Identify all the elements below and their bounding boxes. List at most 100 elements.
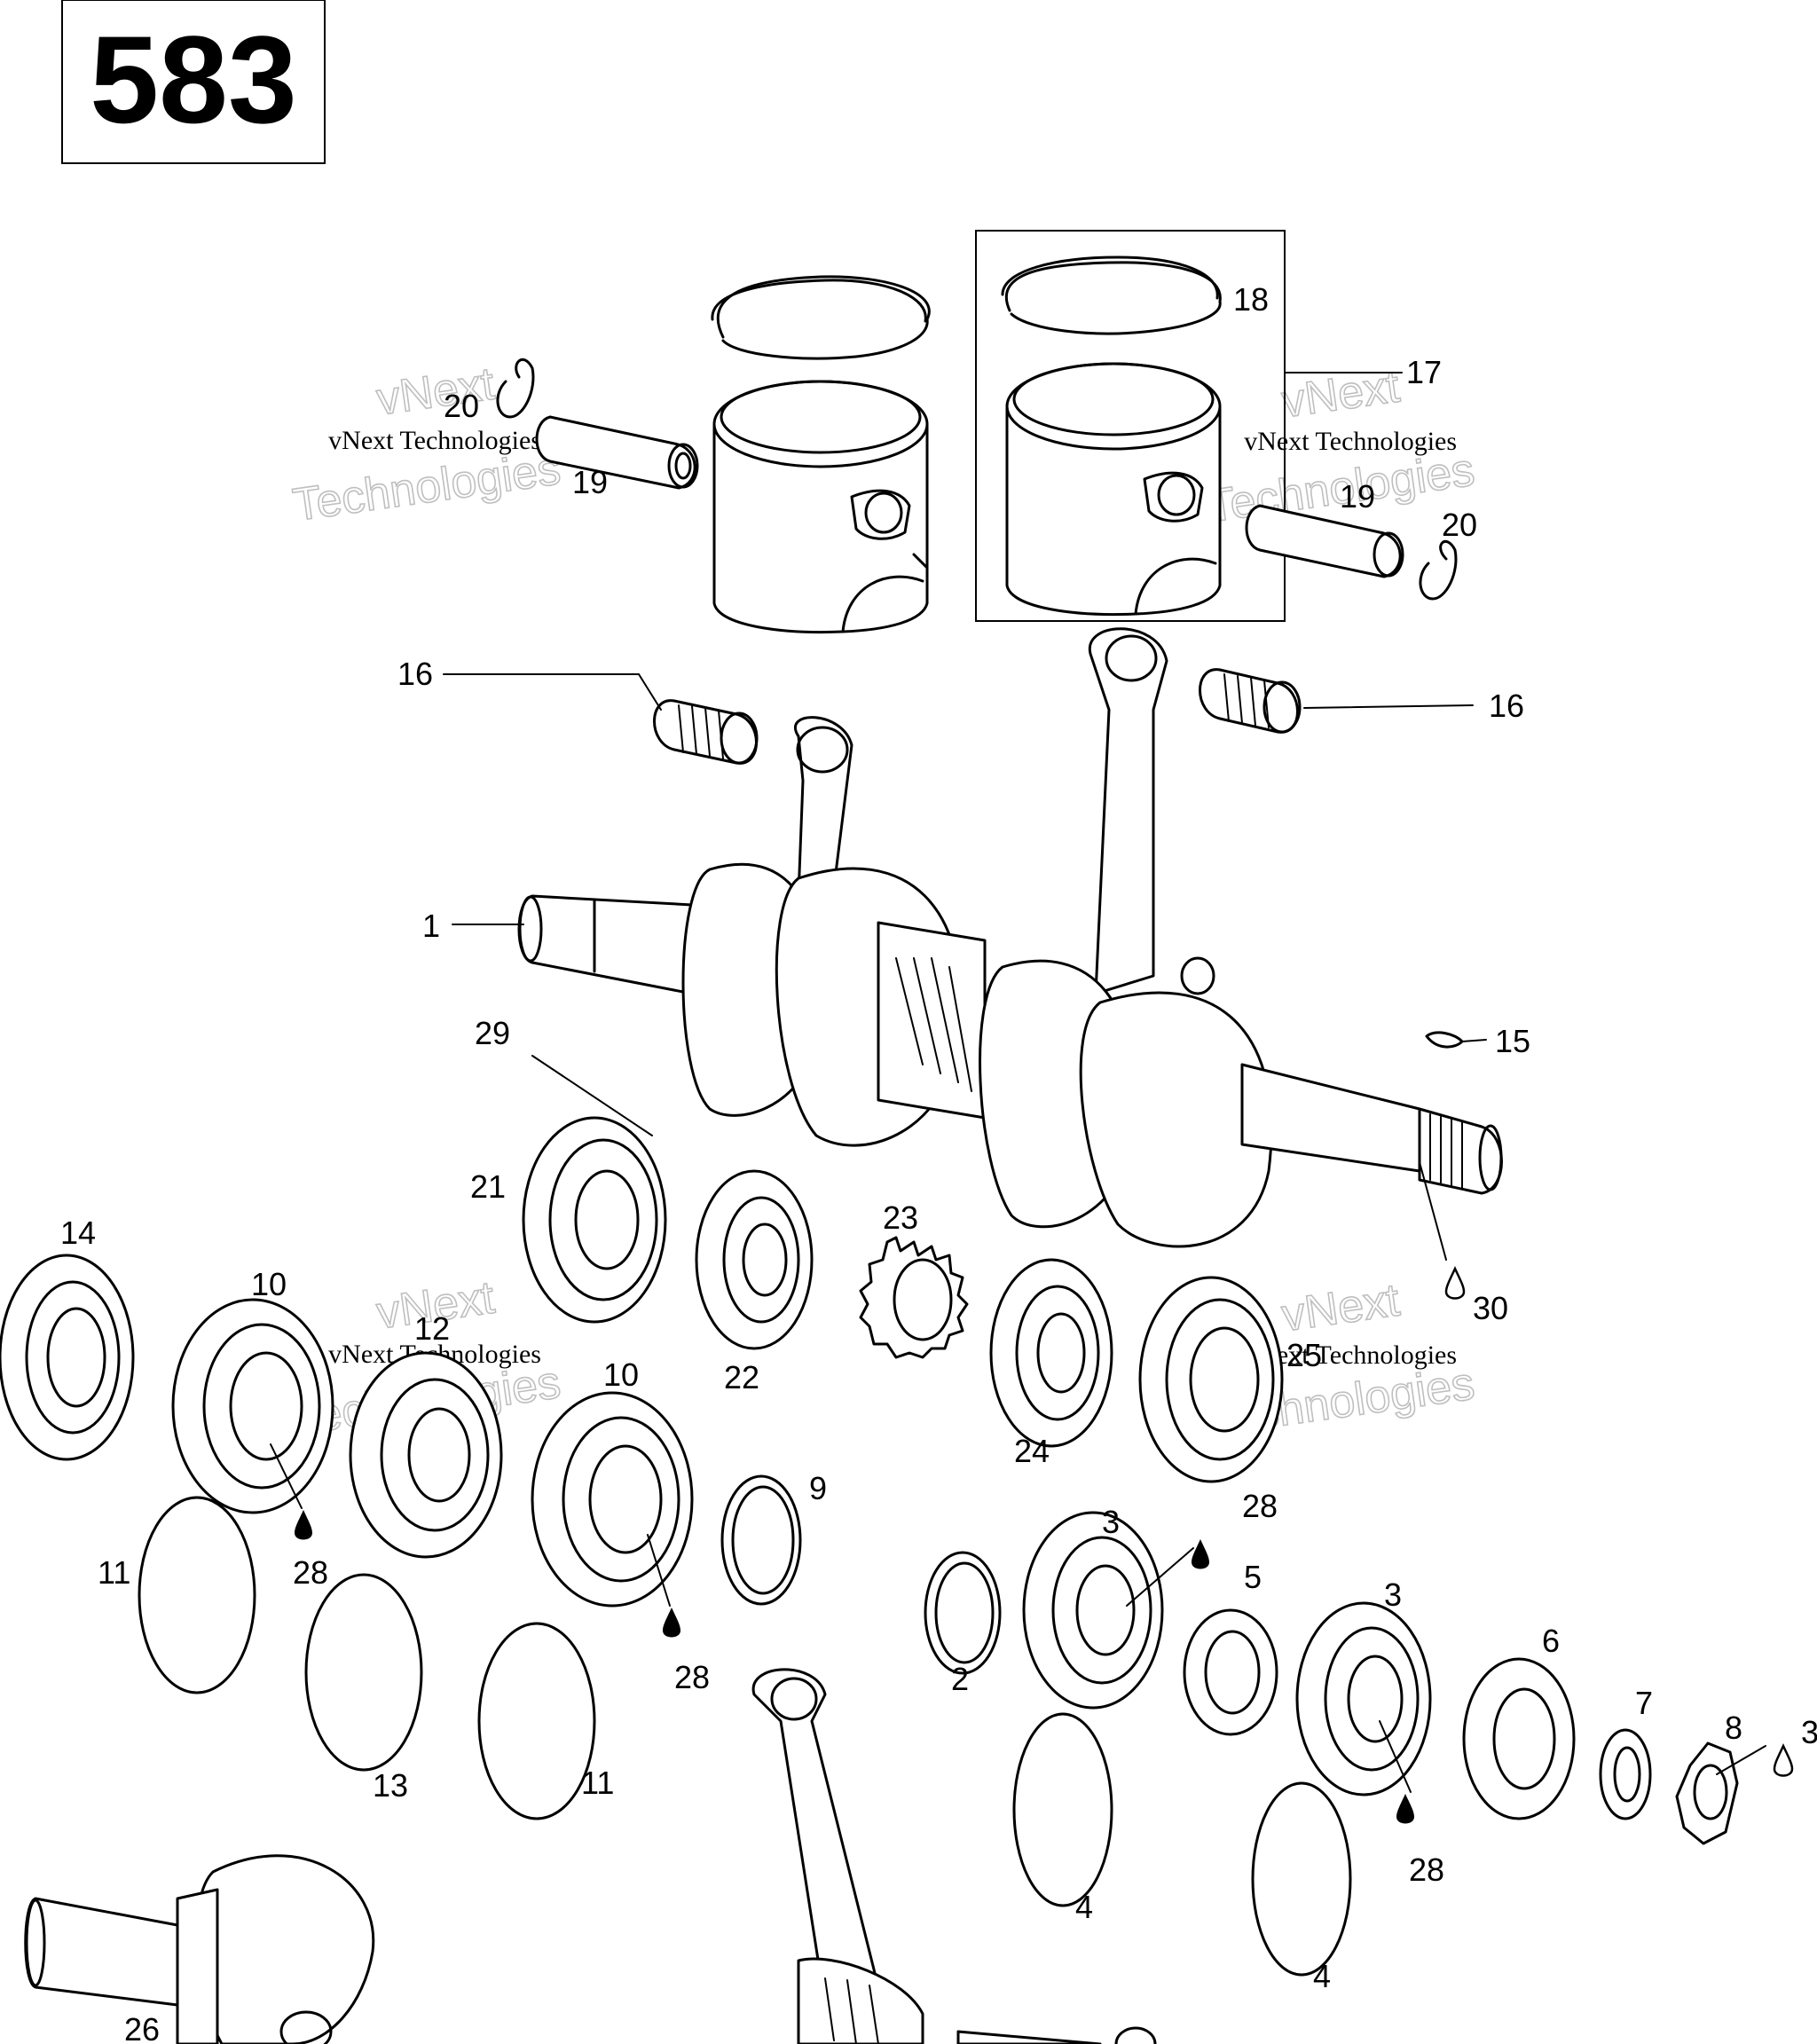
callout-28-d: 28 <box>1409 1851 1444 1888</box>
callout-18: 18 <box>1233 281 1269 318</box>
leader-16-left <box>443 673 662 711</box>
svg-text:Technologies: Technologies <box>290 443 564 531</box>
callout-15: 15 <box>1495 1023 1530 1059</box>
svg-text:vNext: vNext <box>1278 1274 1403 1341</box>
callout-10-left: 10 <box>251 1266 287 1302</box>
oil-drop-icon <box>1396 1794 1414 1824</box>
seal-14 <box>0 1254 135 1461</box>
gear-23 <box>859 1236 969 1359</box>
bearing-25 <box>1138 1276 1284 1483</box>
callout-labels: 20 19 18 17 19 20 16 16 1 29 15 21 23 14… <box>60 281 1817 2044</box>
callout-16-left: 16 <box>397 656 433 692</box>
leader-29 <box>531 1055 653 1136</box>
diagram-number-box: 583 <box>61 0 326 164</box>
callout-4-right: 4 <box>1313 1958 1331 1994</box>
callout-20-left: 20 <box>444 388 479 424</box>
callout-1: 1 <box>422 908 440 944</box>
o-ring-11-left <box>138 1496 256 1694</box>
callout-29: 29 <box>475 1015 510 1051</box>
callout-24: 24 <box>1014 1433 1050 1469</box>
callout-14: 14 <box>60 1215 96 1251</box>
callout-11-right: 11 <box>581 1765 614 1801</box>
callout-12: 12 <box>414 1310 450 1347</box>
o-ring-4-right <box>1251 1781 1352 1977</box>
piston-kit-box <box>975 230 1286 622</box>
callout-4-left: 4 <box>1075 1889 1093 1925</box>
bearing-21 <box>522 1116 667 1324</box>
shim-5 <box>1183 1608 1278 1736</box>
nut-8 <box>1675 1741 1739 1845</box>
callout-20-right: 20 <box>1442 507 1477 543</box>
callout-5: 5 <box>1244 1559 1262 1595</box>
leaders-28 <box>270 1161 1766 1793</box>
piston-pin-left <box>535 415 699 490</box>
svg-text:vNext Technologies: vNext Technologies <box>328 426 541 455</box>
callout-6: 6 <box>1542 1623 1560 1659</box>
circlip-left <box>496 358 535 419</box>
shim-2 <box>924 1551 1002 1675</box>
callout-7: 7 <box>1635 1685 1653 1721</box>
oil-drop-icon <box>295 1510 312 1540</box>
circlip-right <box>1419 539 1458 601</box>
oil-drop-icon <box>663 1608 680 1638</box>
bearing-10-left <box>171 1298 334 1514</box>
callout-21: 21 <box>470 1168 506 1205</box>
diagram-number: 583 <box>90 10 297 149</box>
callout-16-right: 16 <box>1489 688 1524 724</box>
callout-25: 25 <box>1286 1337 1322 1373</box>
crankshaft-half-26 <box>24 1854 375 2044</box>
needle-bearing-left <box>653 699 759 765</box>
callout-28-a: 28 <box>1242 1488 1278 1524</box>
piston-ring-right <box>1001 256 1222 335</box>
ring-9 <box>720 1474 802 1606</box>
crankshaft <box>517 862 1503 1248</box>
o-ring-11-right <box>477 1622 596 1820</box>
seal-24 <box>989 1258 1113 1448</box>
callout-19-right: 19 <box>1340 478 1375 515</box>
callout-9: 9 <box>809 1470 827 1506</box>
lock-washer-7 <box>1599 1728 1652 1820</box>
seal-22 <box>695 1169 814 1350</box>
piston-left <box>712 380 929 633</box>
callout-3-edge: 3 <box>1801 1714 1817 1750</box>
oil-drop-icon <box>1444 1266 1466 1300</box>
bearing-12 <box>349 1351 503 1559</box>
callout-28-c: 28 <box>674 1659 710 1695</box>
callout-19-left: 19 <box>572 464 608 500</box>
callout-22: 22 <box>724 1359 759 1395</box>
seal-6 <box>1462 1657 1576 1820</box>
needle-bearing-right <box>1199 668 1302 734</box>
woodruff-key <box>1425 1031 1464 1049</box>
callout-3-right: 3 <box>1384 1576 1402 1613</box>
callout-17: 17 <box>1406 354 1442 390</box>
piston-right <box>1005 362 1222 616</box>
callout-10-right: 10 <box>603 1356 639 1393</box>
watermark-top-left: vNext Technologies vNext Technologies <box>289 358 564 532</box>
connecting-rod-left <box>794 716 853 898</box>
svg-text:vNext: vNext <box>1278 360 1403 428</box>
callout-11-left: 11 <box>98 1554 130 1591</box>
piston-ring-left <box>711 275 931 360</box>
svg-text:vNext Technologies: vNext Technologies <box>1244 427 1457 456</box>
connecting-rod-right <box>1088 627 1168 995</box>
piston-pin-right <box>1245 504 1404 578</box>
bearing-10-right <box>531 1391 694 1608</box>
svg-text:vNext: vNext <box>374 358 498 426</box>
oil-drop-icon <box>1192 1539 1209 1569</box>
callout-23: 23 <box>883 1199 918 1236</box>
callout-3-left: 3 <box>1102 1504 1120 1540</box>
o-ring-4-left <box>1012 1712 1113 1907</box>
o-ring-13 <box>304 1573 423 1772</box>
leader-15 <box>1461 1039 1487 1042</box>
bearing-3-right <box>1295 1601 1432 1796</box>
bearing-3-left <box>1022 1511 1164 1710</box>
leader-16-right <box>1303 704 1474 709</box>
callout-28-b: 28 <box>293 1554 328 1591</box>
callout-13: 13 <box>373 1767 408 1804</box>
callout-8: 8 <box>1725 1710 1742 1746</box>
connecting-rod-27 <box>751 1668 1157 2044</box>
callout-26: 26 <box>124 2011 160 2044</box>
oil-drop-icon <box>1773 1743 1794 1777</box>
callout-2: 2 <box>951 1661 969 1697</box>
